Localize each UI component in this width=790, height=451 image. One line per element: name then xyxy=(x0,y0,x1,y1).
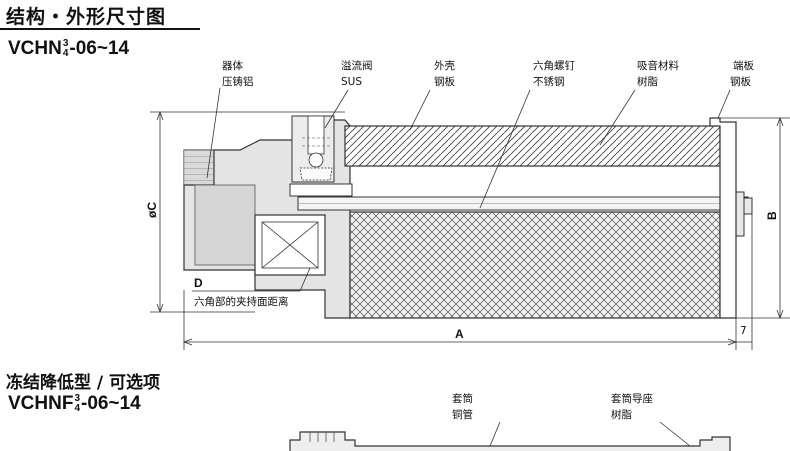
label-absorbent: 吸音材料 xyxy=(637,59,679,72)
dimension-lines xyxy=(150,110,790,350)
option-drawing: 套筒 铜管 套筒导座 树脂 xyxy=(289,392,731,451)
sound-absorbing-material xyxy=(349,211,721,319)
relief-valve xyxy=(291,115,335,183)
label-absorbent-material: 树脂 xyxy=(637,75,658,88)
outer-shell xyxy=(344,125,721,167)
label-relief-valve-material: SUS xyxy=(341,76,362,88)
title-underline xyxy=(0,28,200,30)
label-end-plate: 端板 xyxy=(733,59,754,72)
section-subtitle: 冻结降低型 ∕ 可选项 xyxy=(6,373,161,393)
dim-D-note: 六角部的夹持面距离 xyxy=(194,295,289,308)
hex-socket xyxy=(254,214,326,276)
label-shell-material: 钢板 xyxy=(434,75,455,88)
label-body-material: 压铸铝 xyxy=(222,75,254,88)
hex-screw-rod xyxy=(289,183,753,237)
leader-lines xyxy=(206,87,731,209)
label-body: 器体 xyxy=(222,60,243,72)
label-sleeve-material: 铜管 xyxy=(452,408,473,421)
label-end-plate-material: 钢板 xyxy=(730,75,751,88)
label-sleeve: 套筒 xyxy=(452,392,473,405)
label-shell: 外壳 xyxy=(434,59,455,72)
label-hex-screw-material: 不锈钢 xyxy=(533,75,565,88)
label-hex-screw: 六角螺钉 xyxy=(533,60,575,72)
label-sleeve-guide: 套筒导座 xyxy=(611,392,653,405)
model-prefix: VCHNF xyxy=(8,393,74,414)
model-suffix: -06~14 xyxy=(69,38,130,59)
dim-7: 7 xyxy=(740,325,747,337)
dim-A: A xyxy=(455,327,464,341)
model-prefix: VCHN xyxy=(8,38,62,59)
label-sleeve-guide-material: 树脂 xyxy=(611,408,632,421)
dim-C: øC xyxy=(145,202,159,218)
dim-B: B xyxy=(765,211,779,220)
section-title: 结构・外形尺寸图 xyxy=(6,6,167,28)
label-relief-valve: 溢流阀 xyxy=(341,59,373,72)
model-suffix: -06~14 xyxy=(81,393,141,414)
dim-D: D xyxy=(194,276,203,290)
